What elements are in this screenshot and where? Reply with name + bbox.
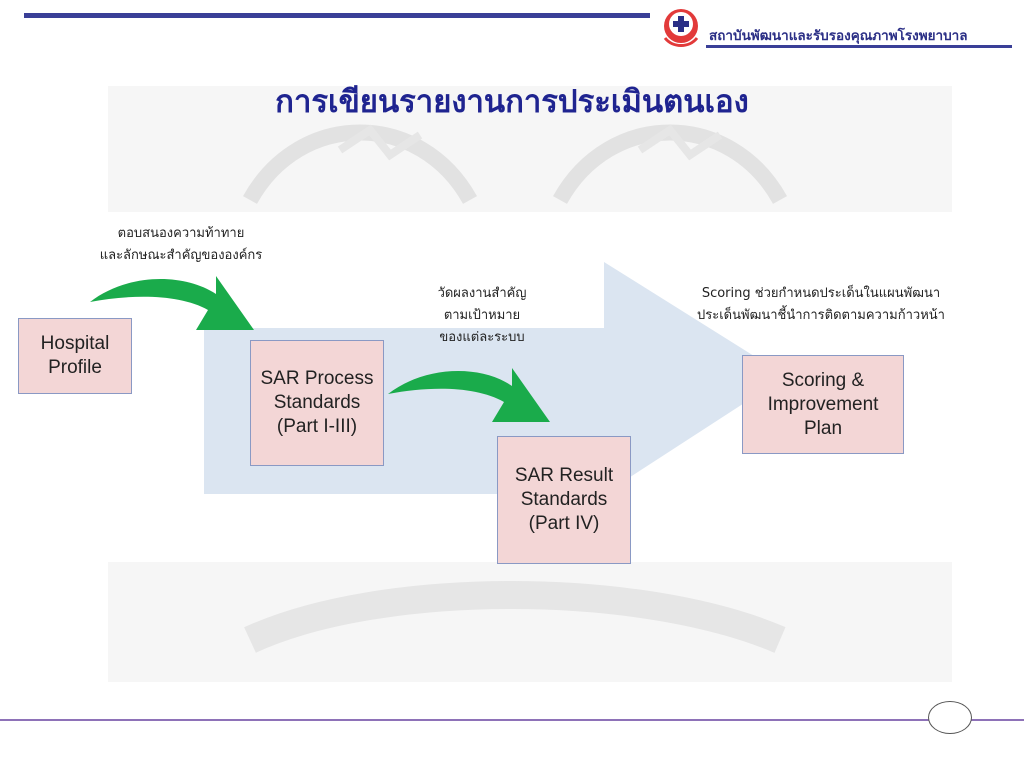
note-measure-line3: ของแต่ละระบบ xyxy=(439,330,525,345)
scoring-improvement-label: Scoring & Improvement Plan xyxy=(767,369,879,439)
note-challenge: ตอบสนองความท้าทาย และลักษณะสำคัญขององค์ก… xyxy=(56,223,306,267)
slide-title: การเขียนรายงานการประเมินตนเอง xyxy=(275,84,749,120)
note-measure: วัดผลงานสำคัญ ตามเป้าหมาย ของแต่ละระบบ xyxy=(398,283,566,349)
note-scoring-line1: Scoring ช่วยกำหนดประเด็นในแผนพัฒนา xyxy=(701,286,941,301)
sar-process-label: SAR Process Standards (Part I-III) xyxy=(260,368,374,437)
footer-line xyxy=(0,719,1024,721)
note-measure-line1: วัดผลงานสำคัญ xyxy=(437,286,527,301)
sar-result-label: SAR Result Standards (Part IV) xyxy=(514,465,614,534)
sar-result-box: SAR Result Standards (Part IV) xyxy=(497,436,631,564)
note-scoring-line2: ประเด็นพัฒนาชี้นำการติดตามความก้าวหน้า xyxy=(697,308,945,323)
hospital-profile-label: Hospital Profile xyxy=(40,333,110,378)
organization-underline xyxy=(706,45,1012,48)
sar-process-box: SAR Process Standards (Part I-III) xyxy=(250,340,384,466)
note-challenge-line2: และลักษณะสำคัญขององค์กร xyxy=(99,248,263,263)
note-measure-line2: ตามเป้าหมาย xyxy=(443,308,521,323)
scoring-improvement-box: Scoring & Improvement Plan xyxy=(742,355,904,454)
hospital-cross-logo-icon xyxy=(663,9,699,47)
organization-name: สถาบันพัฒนาและรับรองคุณภาพโรงพยาบาล xyxy=(709,28,968,44)
header-top-bar xyxy=(24,13,650,18)
green-curved-arrow-2 xyxy=(388,368,550,422)
green-curved-arrow-1 xyxy=(90,276,254,330)
note-challenge-line1: ตอบสนองความท้าทาย xyxy=(117,226,245,241)
page-number-oval xyxy=(928,701,972,734)
hospital-profile-box: Hospital Profile xyxy=(18,318,132,394)
note-scoring: Scoring ช่วยกำหนดประเด็นในแผนพัฒนา ประเด… xyxy=(638,283,1004,327)
